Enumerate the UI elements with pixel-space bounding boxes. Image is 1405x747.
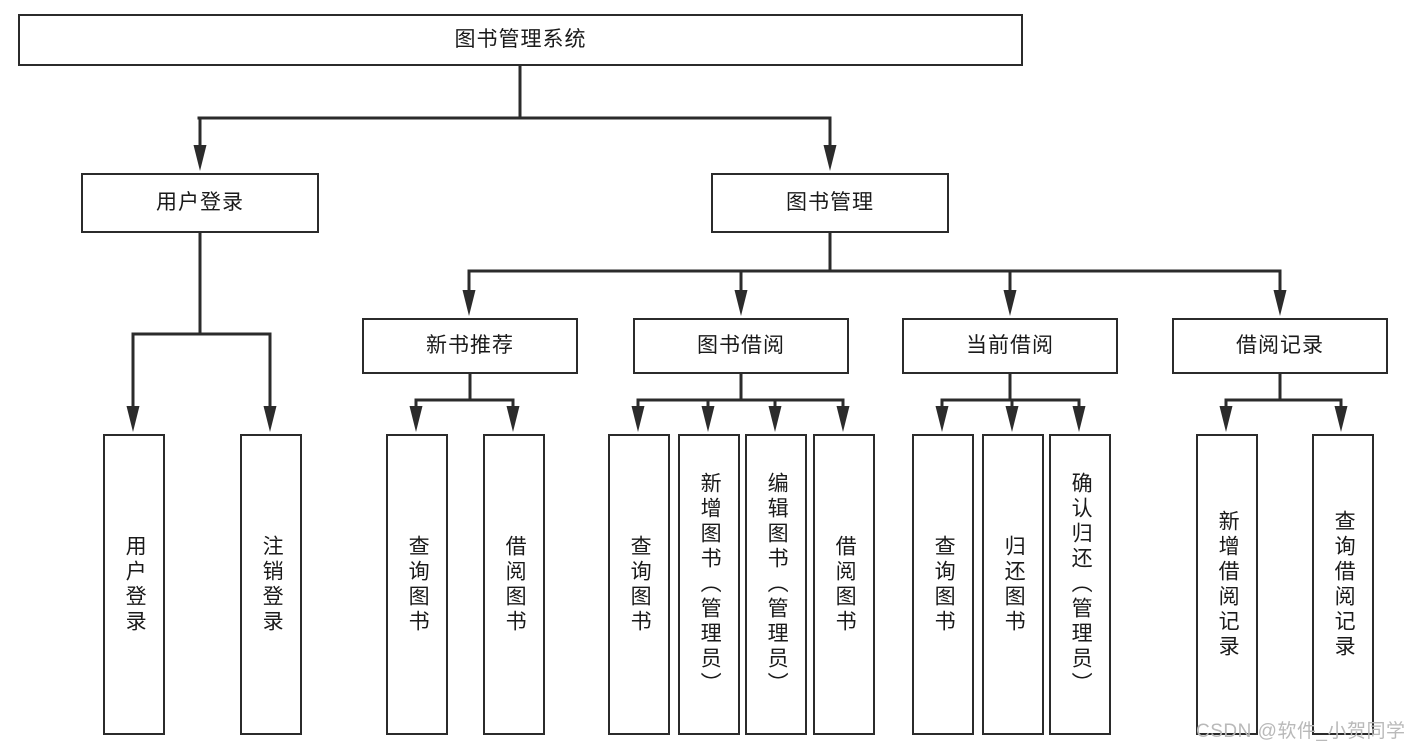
arrowhead-0 [193,145,207,171]
node-label: 借阅图书 [833,534,857,635]
node-book-mgmt[interactable]: 图书管理 [711,173,949,233]
node-leaf-logout[interactable]: 注销登录 [240,434,302,735]
node-leaf-add-record[interactable]: 新增借阅记录 [1196,434,1258,735]
node-label: 借阅记录 [1236,334,1324,358]
arrowhead-13 [836,406,850,432]
arrowhead-1 [823,145,837,171]
arrowhead-17 [1219,406,1233,432]
arrowhead-9 [506,406,520,432]
node-leaf-confirm-return[interactable]: 确认归还（管理员） [1049,434,1111,735]
csdn-watermark: CSDN @软件_小贺同学 [1196,721,1405,742]
node-label: 查询借阅记录 [1332,509,1356,660]
node-root[interactable]: 图书管理系统 [18,14,1023,66]
node-leaf-edit-book[interactable]: 编辑图书（管理员） [745,434,807,735]
arrowhead-3 [734,290,748,316]
node-label: 图书管理系统 [454,28,587,52]
node-leaf-borrow-book-1[interactable]: 借阅图书 [483,434,545,735]
arrowhead-16 [1072,406,1086,432]
node-label: 查询图书 [932,534,956,635]
node-label: 用户登录 [123,534,147,635]
node-leaf-return-book[interactable]: 归还图书 [982,434,1044,735]
node-label: 用户登录 [156,191,244,215]
node-label: 借阅图书 [503,534,527,635]
arrowhead-8 [409,406,423,432]
node-label: 新增图书（管理员） [698,472,722,697]
node-label: 归还图书 [1002,534,1026,635]
node-label: 编辑图书（管理员） [765,472,789,697]
node-new-book-rec[interactable]: 新书推荐 [362,318,578,374]
node-leaf-add-book[interactable]: 新增图书（管理员） [678,434,740,735]
node-user-login[interactable]: 用户登录 [81,173,319,233]
node-leaf-query-record[interactable]: 查询借阅记录 [1312,434,1374,735]
arrowhead-7 [263,406,277,432]
node-label: 新书推荐 [426,334,514,358]
node-label: 图书管理 [786,191,874,215]
node-leaf-query-book-2[interactable]: 查询图书 [608,434,670,735]
node-leaf-user-login[interactable]: 用户登录 [103,434,165,735]
arrowhead-12 [768,406,782,432]
arrowhead-6 [126,406,140,432]
node-current-borrow[interactable]: 当前借阅 [902,318,1118,374]
node-leaf-query-book-1[interactable]: 查询图书 [386,434,448,735]
arrowhead-4 [1003,290,1017,316]
node-leaf-borrow-book-2[interactable]: 借阅图书 [813,434,875,735]
arrowhead-11 [701,406,715,432]
node-label: 当前借阅 [966,334,1054,358]
arrowhead-10 [631,406,645,432]
node-label: 图书借阅 [697,334,785,358]
arrowhead-5 [1273,290,1287,316]
node-label: 注销登录 [260,534,284,635]
arrowhead-15 [1005,406,1019,432]
node-label: 确认归还（管理员） [1069,472,1093,697]
node-borrow-record[interactable]: 借阅记录 [1172,318,1388,374]
node-label: 查询图书 [406,534,430,635]
node-label: 查询图书 [628,534,652,635]
node-book-borrow[interactable]: 图书借阅 [633,318,849,374]
node-leaf-query-book-3[interactable]: 查询图书 [912,434,974,735]
node-label: 新增借阅记录 [1216,509,1240,660]
arrowhead-14 [935,406,949,432]
arrowhead-2 [462,290,476,316]
arrowhead-18 [1334,406,1348,432]
